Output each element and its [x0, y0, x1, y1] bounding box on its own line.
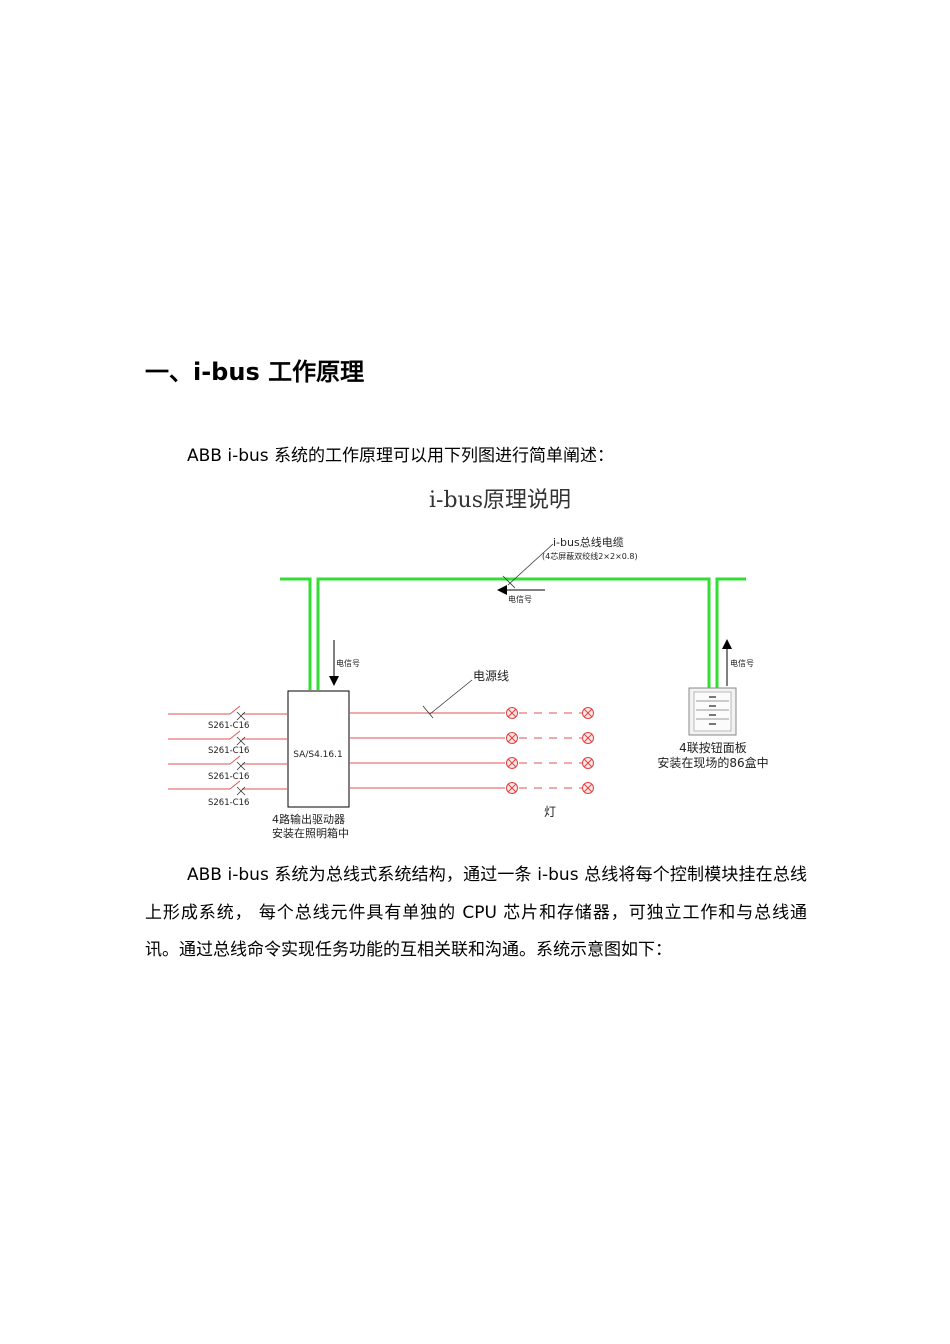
actuator-caption-2: 安装在照明箱中 [272, 826, 349, 840]
bus-signal-arrow [497, 585, 545, 595]
bus-cable [280, 577, 746, 690]
breaker-label-4: S261-C16 [208, 798, 249, 808]
diagram-title: i-bus原理说明 [429, 488, 571, 513]
breaker-crosses [236, 711, 246, 796]
panel-caption-2: 安装在现场的86盒中 [657, 755, 768, 770]
lamp-label: 灯 [544, 805, 556, 819]
bus-signal-label: 电信号 [508, 594, 532, 604]
power-lines [349, 712, 582, 789]
ibus-principle-diagram: i-bus原理说明 i-bus总线电缆 (4芯屏蔽双绞线2×2×0.8) 电信号… [160, 478, 800, 850]
intro-text: ABB i-bus 系统的工作原理可以用下列图进行简单阐述： [187, 446, 615, 466]
body-paragraph: ABB i-bus 系统为总线式系统结构，通过一条 i-bus 总线将每个控制模… [145, 865, 807, 960]
push-button-panel-icon [688, 687, 737, 736]
actuator-box [287, 690, 350, 808]
lamp-crosses [507, 708, 593, 793]
breaker-circuits [168, 705, 288, 790]
actuator-model: SA/S4.16.1 [293, 750, 342, 760]
section-heading: 一、i-bus 工作原理 [145, 358, 365, 386]
breaker-label-1: S261-C16 [208, 721, 249, 731]
breaker-label-3: S261-C16 [208, 772, 249, 782]
panel-caption-1: 4联按钮面板 [679, 740, 747, 755]
actuator-caption-1: 4路输出驱动器 [272, 812, 345, 826]
lamp-icons [506, 707, 594, 794]
actuator-signal-label: 电信号 [336, 658, 360, 668]
power-line-label: 电源线 [473, 669, 509, 683]
bus-cable-spec: (4芯屏蔽双绞线2×2×0.8) [542, 551, 638, 561]
panel-signal-label: 电信号 [730, 658, 754, 668]
actuator-signal-arrow [329, 640, 339, 686]
bus-cable-label: i-bus总线电缆 [553, 535, 624, 549]
panel-signal-arrow [722, 639, 732, 686]
breaker-label-2: S261-C16 [208, 746, 249, 756]
